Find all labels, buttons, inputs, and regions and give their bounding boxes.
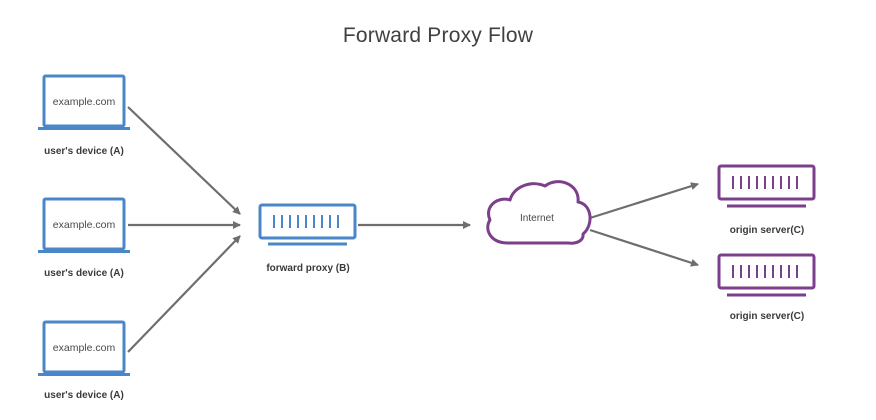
diagram-title: Forward Proxy Flow xyxy=(342,24,534,47)
device-screen-text: example.com xyxy=(53,219,116,231)
laptop-icon xyxy=(38,74,130,130)
device-label: user's device (A) xyxy=(44,390,124,401)
arrow-device1-to-proxy xyxy=(127,106,241,215)
arrow-internet-to-origin1 xyxy=(589,182,699,220)
internet: Internet xyxy=(486,180,592,245)
laptop-icon xyxy=(38,320,130,376)
flow-arrows xyxy=(127,106,699,353)
cloud-icon xyxy=(486,180,592,245)
device-screen-text: example.com xyxy=(53,96,116,108)
server-icon xyxy=(258,203,357,246)
device-screen-text: example.com xyxy=(53,342,116,354)
server-icon xyxy=(717,253,816,297)
forward-proxy: forward proxy (B) xyxy=(258,203,357,274)
user-device-2: example.com user's device (A) xyxy=(38,197,130,279)
user-device-1: example.com user's device (A) xyxy=(38,74,130,157)
origin-server-1: origin server(C) xyxy=(717,164,816,236)
origin-server-label: origin server(C) xyxy=(730,225,804,236)
origin-server-label: origin server(C) xyxy=(730,311,804,322)
device-label: user's device (A) xyxy=(44,146,124,157)
internet-label: Internet xyxy=(520,213,554,224)
server-icon xyxy=(717,164,816,208)
laptop-icon xyxy=(38,197,130,253)
arrow-internet-to-origin2 xyxy=(589,228,699,267)
device-label: user's device (A) xyxy=(44,268,124,279)
arrow-device3-to-proxy xyxy=(127,235,241,353)
proxy-label: forward proxy (B) xyxy=(266,263,349,274)
origin-server-2: origin server(C) xyxy=(717,253,816,322)
user-device-3: example.com user's device (A) xyxy=(38,320,130,401)
